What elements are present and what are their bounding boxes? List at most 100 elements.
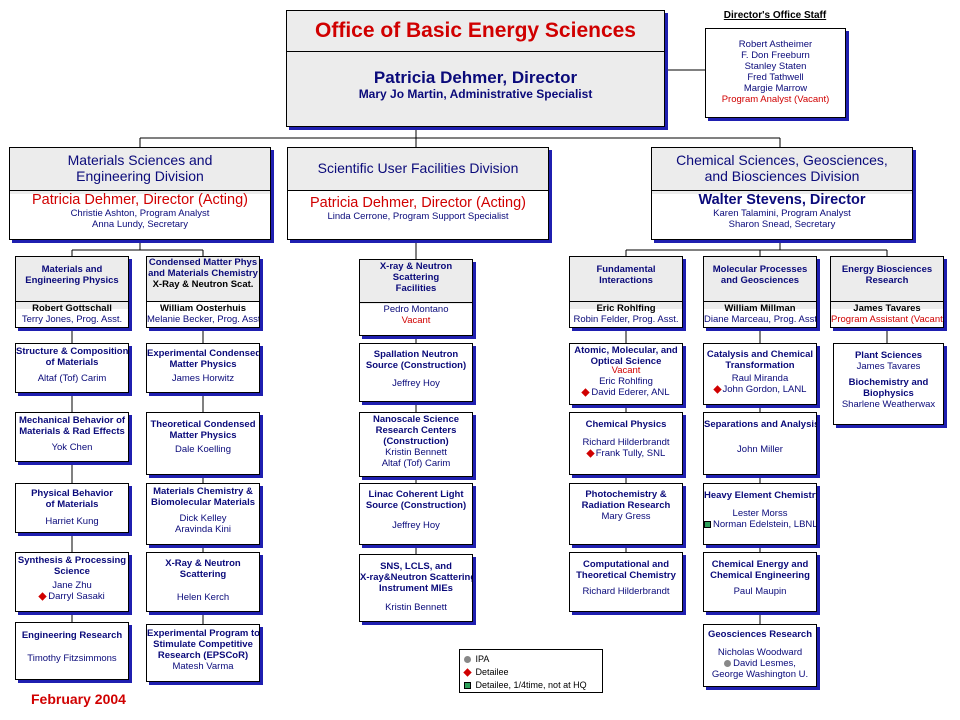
program-title: X-ray&Neutron Scattering bbox=[360, 571, 473, 583]
program-title: Optical Science bbox=[590, 355, 662, 367]
team-lead: William Millman bbox=[724, 303, 796, 314]
program-title: Structure & Composition bbox=[16, 346, 129, 357]
office-assistant: Mary Jo Martin, Administrative Specialis… bbox=[358, 86, 593, 101]
program-manager: Timothy Fitzsimmons bbox=[27, 652, 117, 664]
division-staff: Linda Cerrone, Program Support Specialis… bbox=[327, 210, 509, 222]
ipa-marker-icon bbox=[724, 659, 732, 667]
team-lead: William Oosterhuis bbox=[160, 303, 246, 314]
program-vacant: Vacant bbox=[611, 364, 641, 376]
program-title: Experimental Condensed bbox=[147, 348, 260, 359]
program-title: Photochemistry & bbox=[585, 489, 667, 500]
program-manager: Dale Koelling bbox=[175, 443, 231, 455]
program-box: Theoretical Condensed Matter Physics Dal… bbox=[146, 412, 260, 475]
program-title: Physical Behavior bbox=[31, 488, 113, 499]
program-manager: Dick Kelley bbox=[179, 512, 227, 524]
program-box: Linac Coherent Light Source (Constructio… bbox=[359, 483, 473, 545]
program-manager: Jane Zhu bbox=[52, 579, 92, 591]
program-manager: David Ederer, ANL bbox=[591, 386, 670, 398]
detailee-part-marker-icon bbox=[704, 520, 711, 528]
detailee-marker-icon bbox=[581, 387, 591, 397]
legend-detailee-part: Detailee, 1/4time, not at HQ bbox=[475, 680, 587, 690]
staff-member: F. Don Freeburn bbox=[741, 49, 810, 61]
program-box: Experimental Condensed Matter Physics Ja… bbox=[146, 343, 260, 393]
program-box: Chemical Physics Richard Hilderbrandt Fr… bbox=[569, 412, 683, 475]
team-title: Scattering bbox=[392, 271, 440, 283]
office-director: Patricia Dehmer, Director bbox=[373, 68, 578, 87]
legend-detailee: Detailee bbox=[475, 667, 509, 677]
program-title: Science bbox=[54, 565, 90, 577]
program-manager: Raul Miranda bbox=[731, 372, 789, 384]
team-lead: Robert Gottschall bbox=[32, 303, 112, 314]
division-title: and Biosciences Division bbox=[704, 168, 860, 185]
program-title: Atomic, Molecular, and bbox=[574, 345, 678, 356]
program-title: Research Centers bbox=[375, 424, 457, 436]
program-manager: Jeffrey Hoy bbox=[392, 377, 440, 389]
program-manager: Jeffrey Hoy bbox=[392, 519, 440, 531]
program-box: Nanoscale Science Research Centers (Cons… bbox=[359, 412, 473, 477]
team-xnf: X-ray & Neutron Scattering Facilities Pe… bbox=[359, 259, 473, 336]
office-title-section: Office of Basic Energy Sciences bbox=[287, 11, 664, 51]
program-manager: Altaf (Tof) Carim bbox=[381, 457, 451, 469]
division-staff: Sharon Snead, Secretary bbox=[728, 218, 836, 230]
program-manager: Paul Maupin bbox=[733, 585, 787, 597]
program-box: Mechanical Behavior of Materials & Rad E… bbox=[15, 412, 129, 462]
detailee-marker-icon bbox=[463, 668, 472, 677]
program-box: Engineering Research Timothy Fitzsimmons bbox=[15, 622, 129, 680]
program-manager: Nicholas Woodward bbox=[717, 646, 803, 658]
staff-title: Director's Office Staff bbox=[723, 10, 827, 21]
program-manager: Darryl Sasaki bbox=[48, 590, 105, 602]
program-title: Nanoscale Science bbox=[372, 414, 460, 425]
program-manager: Helen Kerch bbox=[176, 591, 230, 603]
program-manager: Altaf (Tof) Carim bbox=[37, 372, 107, 384]
program-manager: Eric Rohlfing bbox=[599, 375, 653, 387]
program-title: Computational and bbox=[582, 559, 670, 570]
office-box: Office of Basic Energy Sciences Patricia… bbox=[286, 10, 665, 127]
division-title: Engineering Division bbox=[76, 168, 204, 185]
program-title: Biophysics bbox=[863, 387, 914, 399]
program-title: Chemical Engineering bbox=[710, 569, 810, 581]
program-manager: Kristin Bennett bbox=[385, 446, 447, 458]
team-mpg: Molecular Processes and Geosciences Will… bbox=[703, 256, 817, 328]
program-title: Spallation Neutron bbox=[373, 349, 459, 360]
team-ebr: Energy Biosciences Research James Tavare… bbox=[830, 256, 944, 328]
team-title: and Materials Chemistry bbox=[148, 267, 258, 279]
team-title: Engineering Physics bbox=[25, 274, 119, 286]
program-manager: Norman Edelstein, LBNL bbox=[713, 518, 817, 530]
team-lead: Eric Rohlfing bbox=[596, 303, 656, 314]
program-title: Separations and Analysis bbox=[704, 419, 817, 430]
program-manager: Matesh Varma bbox=[172, 660, 234, 672]
division-staff: Anna Lundy, Secretary bbox=[92, 218, 188, 230]
program-title: Materials Chemistry & bbox=[153, 486, 253, 497]
team-title: Interactions bbox=[599, 274, 653, 286]
detailee-part-marker-icon bbox=[464, 682, 471, 690]
program-title: SNS, LCLS, and bbox=[380, 561, 452, 572]
program-manager: Aravinda Kini bbox=[175, 523, 231, 535]
legend-ipa: IPA bbox=[475, 654, 490, 664]
program-box: Chemical Energy and Chemical Engineering… bbox=[703, 552, 817, 612]
staff-vacant: Program Analyst (Vacant) bbox=[721, 93, 830, 105]
team-title: Energy Biosciences bbox=[841, 264, 933, 275]
staff-box: Robert Astheimer F. Don Freeburn Stanley… bbox=[705, 28, 846, 118]
division-title: Materials Sciences and bbox=[67, 152, 213, 168]
team-mep: Materials and Engineering Physics Robert… bbox=[15, 256, 129, 328]
detailee-marker-icon bbox=[38, 592, 47, 601]
program-manager: Richard Hilderbrandt bbox=[582, 436, 670, 448]
program-manager: David Lesmes, bbox=[733, 657, 796, 669]
program-title: Matter Physics bbox=[169, 358, 237, 370]
program-title: Linac Coherent Light bbox=[368, 489, 464, 500]
team-fi: Fundamental Interactions Eric Rohlfing R… bbox=[569, 256, 683, 328]
program-box: Separations and Analysis John Miller bbox=[703, 412, 817, 475]
program-title: Chemical Physics bbox=[585, 419, 667, 430]
program-title: X-Ray & Neutron bbox=[165, 558, 241, 569]
program-box: Spallation Neutron Source (Construction)… bbox=[359, 343, 473, 402]
program-manager: Yok Chen bbox=[51, 441, 93, 453]
division-staff: Karen Talamini, Program Analyst bbox=[713, 207, 851, 219]
program-title: Mechanical Behavior of bbox=[18, 415, 126, 426]
detailee-marker-icon bbox=[712, 385, 722, 394]
program-box: Structure & Composition of Materials Alt… bbox=[15, 343, 129, 393]
staff-member: Stanley Staten bbox=[744, 60, 807, 72]
program-box: Computational and Theoretical Chemistry … bbox=[569, 552, 683, 612]
program-title: Source (Construction) bbox=[365, 499, 467, 511]
division-materials: Materials Sciences and Engineering Divis… bbox=[9, 147, 271, 240]
